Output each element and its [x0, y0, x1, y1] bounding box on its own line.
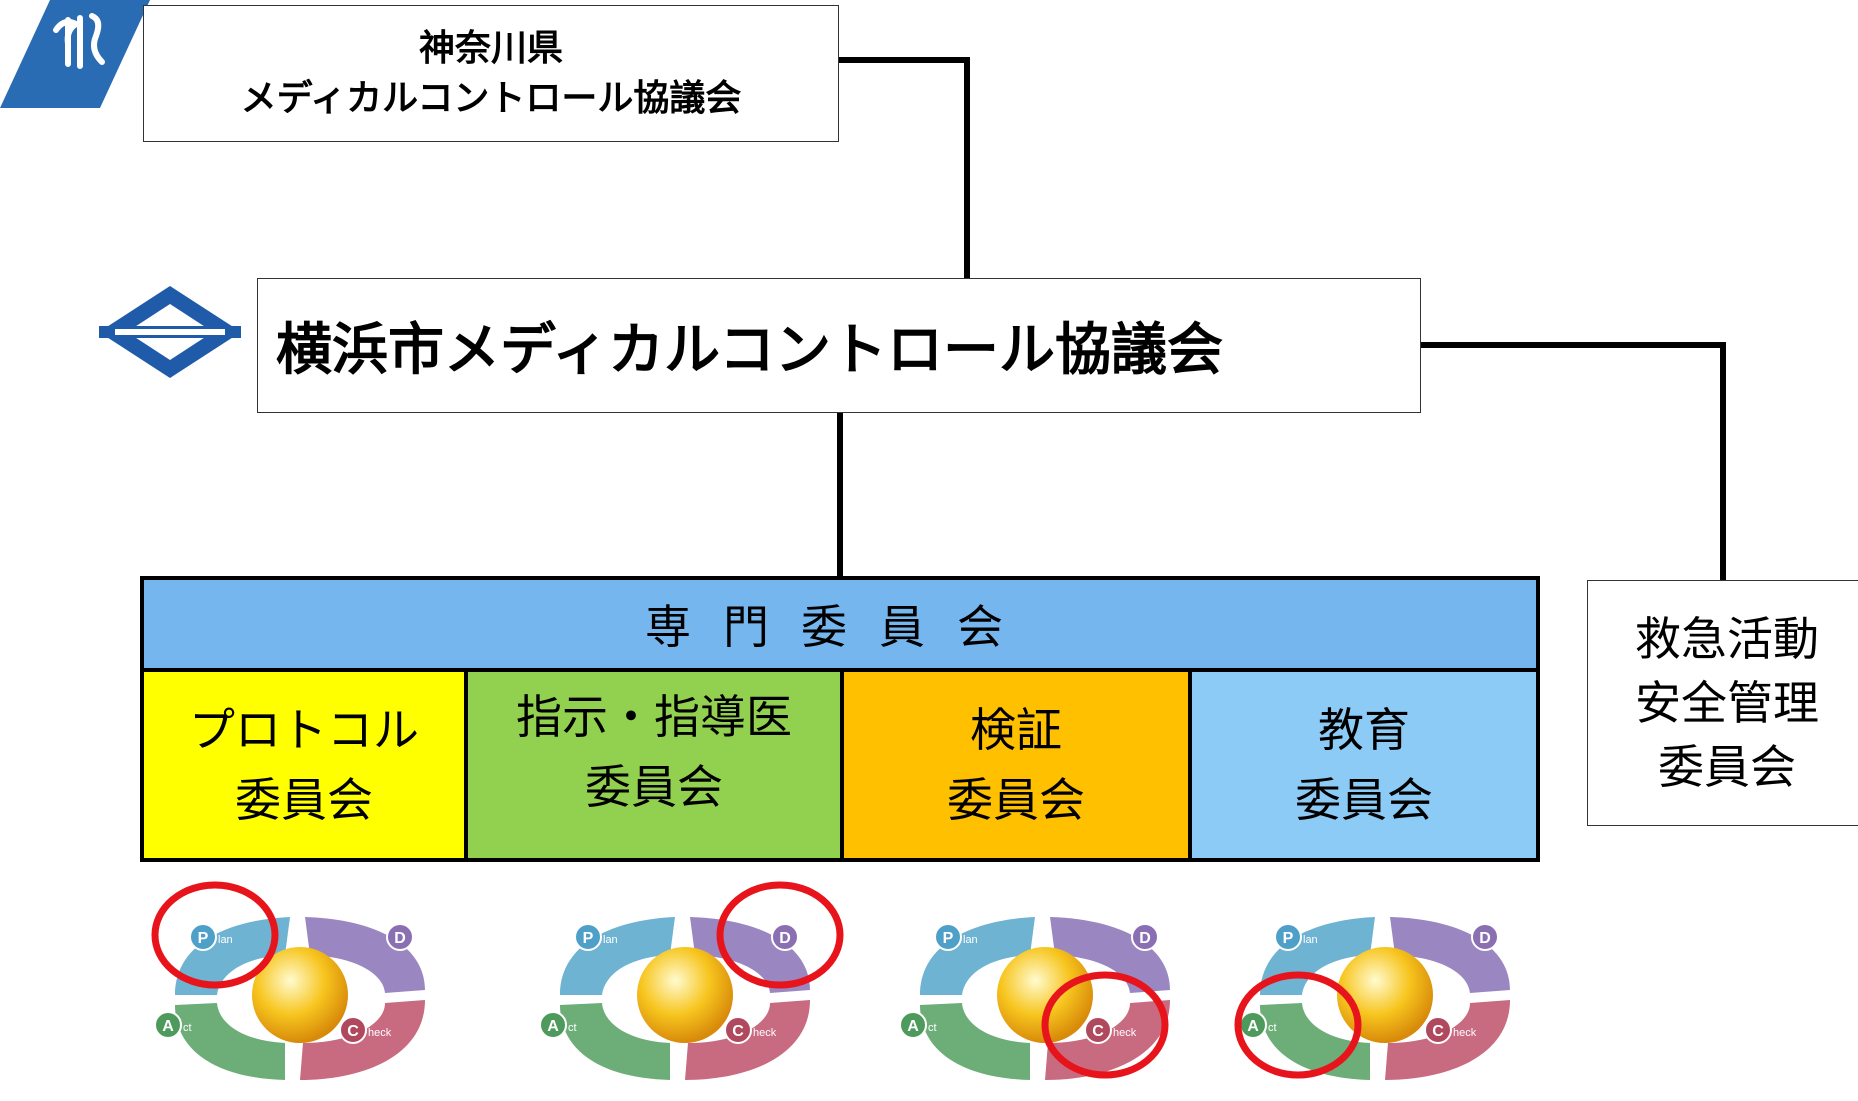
- do-badge: [1131, 923, 1159, 951]
- pdca-center-ball: [252, 947, 348, 1043]
- instruction-committee-line1: 指示・指導医: [516, 690, 792, 744]
- kanagawa-council-line2: メディカルコントロール協議会: [240, 77, 742, 119]
- do-arc: [305, 917, 425, 993]
- act-label: ct: [1268, 1022, 1277, 1034]
- act-arc: [920, 1003, 1030, 1080]
- pdca-center-ball: [637, 947, 733, 1043]
- safety-committee-line2: 安全管理: [1635, 676, 1819, 730]
- yokohama-council-title: 横浜市メディカルコントロール協議会: [276, 318, 1223, 383]
- yokohama-council-box: 横浜市メディカルコントロール協議会: [257, 278, 1421, 413]
- check-badge: [1424, 1016, 1452, 1044]
- do-initial: D: [779, 930, 791, 947]
- education-committee: 教育 委員会: [1192, 672, 1536, 858]
- protocol-committee: プロトコル 委員会: [144, 672, 464, 858]
- kanagawa-council-line1: 神奈川県: [418, 27, 563, 69]
- act-arc: [560, 1003, 670, 1080]
- check-label: heck: [753, 1027, 777, 1039]
- check-initial: C: [732, 1023, 744, 1040]
- verification-committee-line1: 検証: [970, 703, 1062, 757]
- check-badge: [339, 1016, 367, 1044]
- plan-initial: P: [198, 930, 209, 947]
- act-initial: A: [162, 1018, 174, 1035]
- connector-kanagawa-v: [964, 57, 970, 278]
- act-badge: [154, 1011, 182, 1039]
- plan-initial: P: [943, 930, 954, 947]
- do-label: o: [800, 934, 806, 946]
- act-badge: [899, 1011, 927, 1039]
- highlight-circle-plan: [151, 881, 279, 989]
- protocol-committee-line2: 委員会: [235, 773, 373, 827]
- do-arc: [1050, 917, 1170, 993]
- do-initial: D: [1479, 930, 1491, 947]
- plan-label: lan: [603, 934, 618, 946]
- check-initial: C: [347, 1023, 359, 1040]
- plan-label: lan: [1303, 934, 1318, 946]
- do-badge: [386, 923, 414, 951]
- specialist-committee-header: 専門委員会: [144, 580, 1536, 668]
- do-badge: [1471, 923, 1499, 951]
- instruction-guidance-committee: 指示・指導医 委員会: [468, 672, 840, 858]
- education-committee-line2: 委員会: [1295, 773, 1433, 827]
- protocol-committee-line1: プロトコル: [189, 703, 419, 757]
- act-badge: [539, 1011, 567, 1039]
- check-initial: C: [1092, 1023, 1104, 1040]
- plan-badge: [934, 923, 962, 951]
- safety-committee-line1: 救急活動: [1635, 612, 1819, 666]
- plan-initial: P: [583, 930, 594, 947]
- connector-safety-h: [1421, 342, 1726, 348]
- safety-management-committee-box: 救急活動 安全管理 委員会: [1587, 580, 1858, 826]
- kanagawa-logo-icon: [0, 0, 150, 108]
- do-initial: D: [1139, 930, 1151, 947]
- act-arc: [175, 1003, 285, 1080]
- pdca-center-ball: [1337, 947, 1433, 1043]
- highlight-circle-check: [1041, 971, 1169, 1079]
- specialist-committee-block: 専門委員会 プロトコル 委員会 指示・指導医 委員会 検証 委員会 教育 委員会: [140, 576, 1540, 862]
- plan-badge: [1274, 923, 1302, 951]
- do-label: o: [415, 934, 421, 946]
- plan-arc: [560, 917, 675, 995]
- check-badge: [724, 1016, 752, 1044]
- act-label: ct: [928, 1022, 937, 1034]
- check-label: heck: [368, 1027, 392, 1039]
- check-label: heck: [1453, 1027, 1477, 1039]
- verification-committee-line2: 委員会: [947, 773, 1085, 827]
- plan-label: lan: [218, 934, 233, 946]
- act-initial: A: [1247, 1018, 1259, 1035]
- do-label: o: [1500, 934, 1506, 946]
- highlight-circle-do: [716, 881, 844, 989]
- plan-label: lan: [963, 934, 978, 946]
- verification-committee: 検証 委員会: [844, 672, 1188, 858]
- do-arc: [1390, 917, 1510, 993]
- plan-arc: [920, 917, 1035, 995]
- check-initial: C: [1432, 1023, 1444, 1040]
- connector-safety-v: [1720, 342, 1726, 580]
- check-badge: [1084, 1016, 1112, 1044]
- connector-kanagawa-h: [839, 57, 970, 63]
- do-badge: [771, 923, 799, 951]
- yokohama-logo-icon: [99, 286, 241, 378]
- act-initial: A: [907, 1018, 919, 1035]
- safety-committee-line3: 委員会: [1658, 740, 1796, 794]
- do-initial: D: [394, 930, 406, 947]
- highlight-circle-act: [1234, 971, 1362, 1079]
- pdca-center-ball: [997, 947, 1093, 1043]
- act-label: ct: [183, 1022, 192, 1034]
- plan-arc: [175, 917, 290, 995]
- plan-initial: P: [1283, 930, 1294, 947]
- act-initial: A: [547, 1018, 559, 1035]
- plan-badge: [574, 923, 602, 951]
- education-committee-line1: 教育: [1318, 703, 1410, 757]
- instruction-committee-line2: 委員会: [585, 760, 723, 814]
- do-label: o: [1160, 934, 1166, 946]
- kanagawa-council-box: 神奈川県 メディカルコントロール協議会: [143, 5, 839, 142]
- plan-badge: [189, 923, 217, 951]
- act-label: ct: [568, 1022, 577, 1034]
- check-label: heck: [1113, 1027, 1137, 1039]
- connector-committee-v: [837, 413, 843, 576]
